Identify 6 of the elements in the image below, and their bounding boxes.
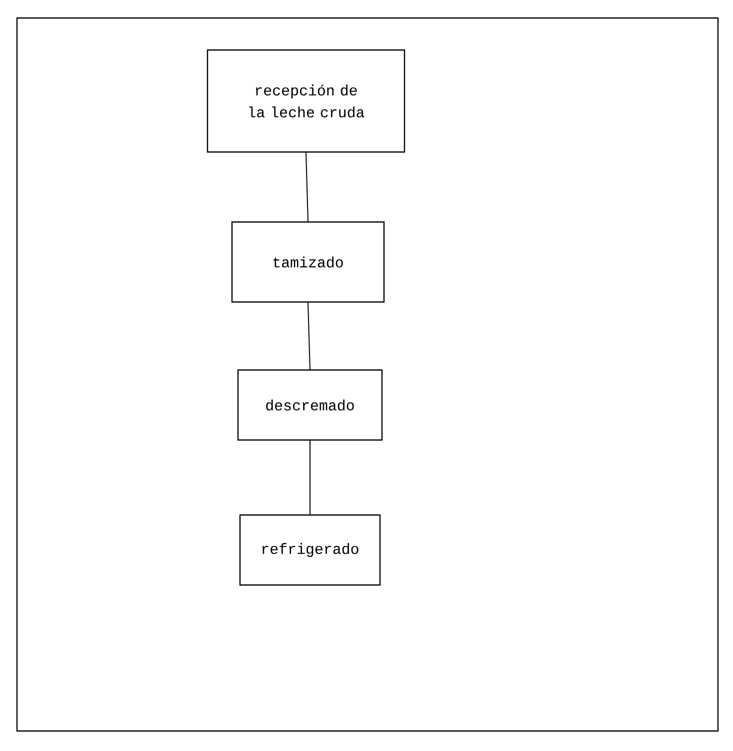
process-box: recepción de la leche cruda xyxy=(206,49,406,153)
process-box: tamizado xyxy=(231,221,385,303)
process-box: descremado xyxy=(237,369,383,441)
connector-line xyxy=(308,302,310,370)
process-box: refrigerado xyxy=(239,514,381,586)
connector-line xyxy=(306,152,308,222)
